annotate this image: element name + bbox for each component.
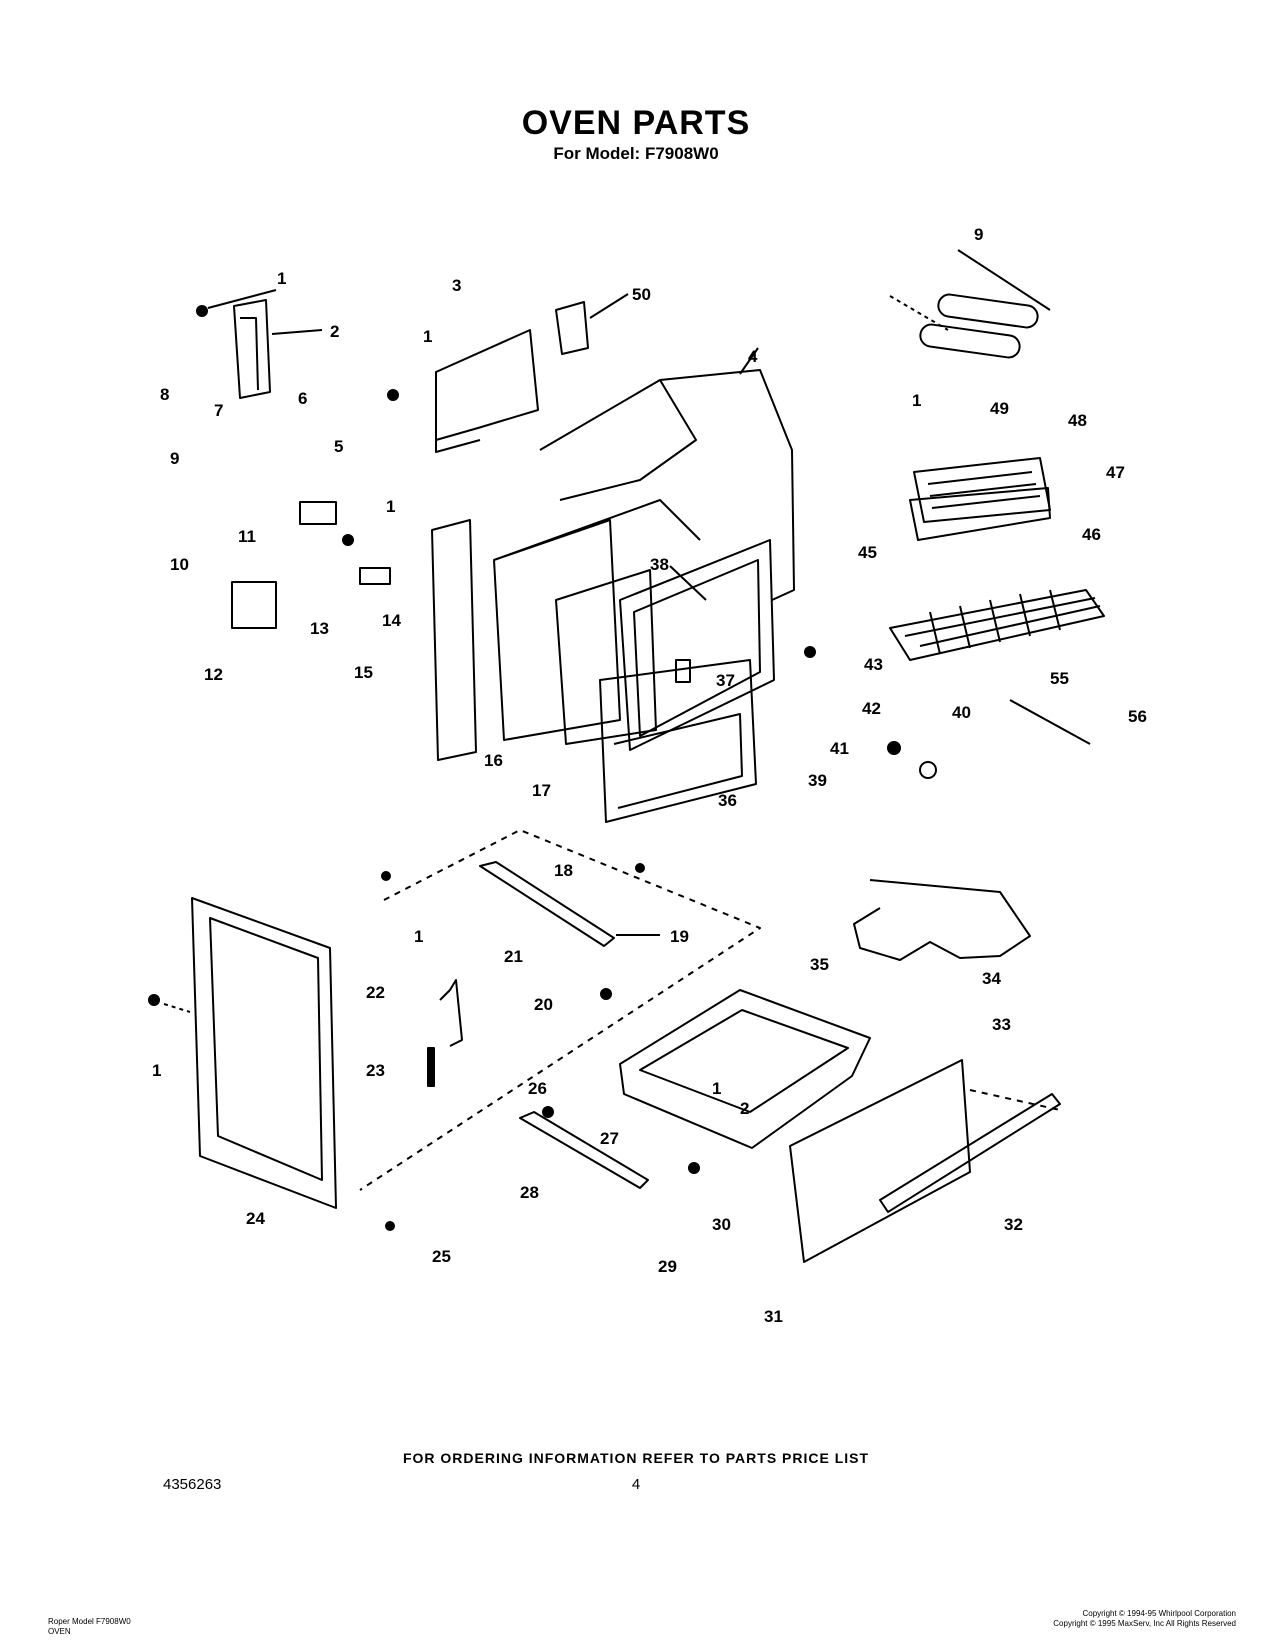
- label-6: 6: [298, 389, 307, 408]
- label-38: 38: [650, 555, 669, 574]
- label-28: 28: [520, 1183, 539, 1202]
- document-number: 4356263: [163, 1476, 222, 1493]
- label-9: 9: [170, 449, 179, 468]
- label-1: 1: [912, 391, 921, 410]
- model-subtitle: For Model: F7908W0: [553, 144, 719, 163]
- label-1: 1: [277, 269, 286, 288]
- label-1: 1: [414, 927, 423, 946]
- label-35: 35: [810, 955, 829, 974]
- label-32: 32: [1004, 1215, 1023, 1234]
- label-14: 14: [382, 611, 401, 630]
- label-37: 37: [716, 671, 735, 690]
- label-26: 26: [528, 1079, 547, 1098]
- part-46-oven-rack: [889, 589, 1105, 661]
- label-27: 27: [600, 1129, 619, 1148]
- label-15: 15: [354, 663, 373, 682]
- label-4: 4: [748, 347, 758, 366]
- label-10: 10: [170, 555, 189, 574]
- label-45: 45: [858, 543, 877, 562]
- label-1: 1: [423, 327, 432, 346]
- part-48-pad: [937, 293, 1039, 329]
- part-4-oven-wrap: [539, 369, 795, 601]
- part-39-door-panel: [599, 659, 757, 823]
- label-41: 41: [830, 739, 849, 758]
- label-9: 9: [974, 225, 983, 244]
- label-47: 47: [1106, 463, 1125, 482]
- part-15-side-panel: [431, 519, 477, 761]
- part-1-screw: [196, 305, 208, 317]
- part-2-bracket: [233, 299, 271, 399]
- part-22-door-handle: [439, 979, 463, 1047]
- page-title: OVEN PARTS: [521, 104, 751, 142]
- label-24: 24: [246, 1209, 265, 1228]
- copyright-whirlpool: Copyright © 1994-95 Whirlpool Corporatio…: [1082, 1609, 1236, 1618]
- label-56: 56: [1128, 707, 1147, 726]
- section-line: OVEN: [48, 1627, 71, 1636]
- label-2: 2: [740, 1099, 749, 1118]
- label-1: 1: [712, 1079, 721, 1098]
- label-39: 39: [808, 771, 827, 790]
- label-12: 12: [204, 665, 223, 684]
- label-16: 16: [484, 751, 503, 770]
- ordering-note: FOR ORDERING INFORMATION REFER TO PARTS …: [402, 1450, 870, 1466]
- label-11: 11: [238, 527, 256, 546]
- label-40: 40: [952, 703, 971, 722]
- label-48: 48: [1068, 411, 1087, 430]
- copyright-footer: Copyright © 1994-95 Whirlpool Corporatio…: [1053, 1609, 1236, 1629]
- label-25: 25: [432, 1247, 451, 1266]
- label-34: 34: [982, 969, 1001, 988]
- label-29: 29: [658, 1257, 677, 1276]
- label-33: 33: [992, 1015, 1011, 1034]
- part-14-oven-liner: [493, 499, 701, 741]
- label-49: 49: [990, 399, 1009, 418]
- label-43: 43: [864, 655, 883, 674]
- copyright-maxserv: Copyright © 1995 MaxServ, Inc All Rights…: [1053, 1619, 1236, 1628]
- part-45-broiler-pan: [909, 487, 1051, 541]
- label-23: 23: [366, 1061, 385, 1080]
- label-55: 55: [1050, 669, 1069, 688]
- part-49-pad: [919, 323, 1021, 359]
- part-37-light: [675, 659, 691, 683]
- label-2: 2: [330, 322, 339, 341]
- part-31-drawer-front: [789, 1059, 971, 1263]
- oven-cavity: [555, 569, 657, 745]
- part-36-door-frame: [619, 539, 775, 751]
- label-3: 3: [452, 276, 461, 295]
- label-30: 30: [712, 1215, 731, 1234]
- part-34-bake-element: [853, 879, 1031, 961]
- label-22: 22: [366, 983, 385, 1002]
- part-32-drawer-rail: [879, 1093, 1061, 1213]
- part-number-callouts: 1 2 3 1 50 4 8 7 6 5 9 10 11 1 12 13 14 …: [152, 225, 1147, 1326]
- label-17: 17: [532, 781, 551, 800]
- part-28-drawer-slide: [519, 1111, 649, 1189]
- label-20: 20: [534, 995, 553, 1014]
- label-50: 50: [632, 285, 651, 304]
- label-19: 19: [670, 927, 689, 946]
- label-8: 8: [160, 385, 169, 404]
- part-24-oven-door: [191, 897, 337, 1209]
- part-35-storage-drawer: [619, 989, 871, 1149]
- part-3-shield: [435, 329, 539, 453]
- label-5: 5: [334, 437, 343, 456]
- label-7: 7: [214, 401, 223, 420]
- model-footer: Roper Model F7908W0 OVEN: [48, 1617, 131, 1637]
- label-46: 46: [1082, 525, 1101, 544]
- label-31: 31: [764, 1307, 783, 1326]
- label-13: 13: [310, 619, 329, 638]
- label-21: 21: [504, 947, 523, 966]
- label-1: 1: [152, 1061, 161, 1080]
- part-23-spring: [427, 1047, 435, 1087]
- label-1: 1: [386, 497, 395, 516]
- part-19-rail: [479, 861, 615, 947]
- label-36: 36: [718, 791, 737, 810]
- label-42: 42: [862, 699, 881, 718]
- page-number: 4: [631, 1476, 641, 1493]
- label-18: 18: [554, 861, 573, 880]
- model-line: Roper Model F7908W0: [48, 1617, 131, 1626]
- part-50-clip: [555, 301, 589, 355]
